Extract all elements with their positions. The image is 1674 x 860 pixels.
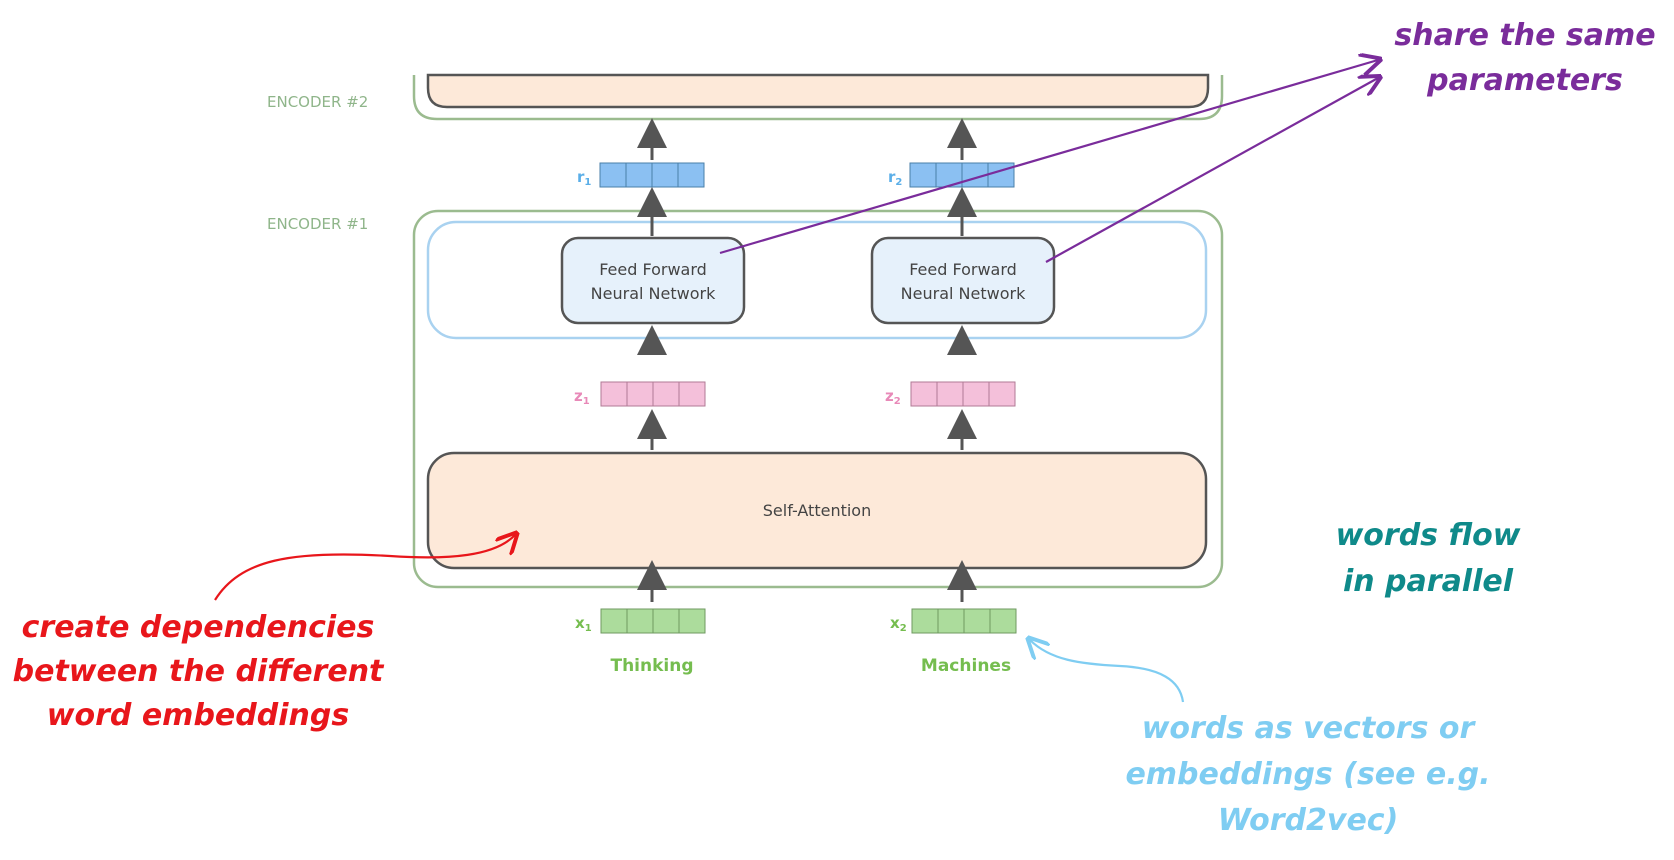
vec-text-line2: embeddings (see e.g. <box>1125 757 1490 792</box>
ffnn-box-1: Feed Forward Neural Network <box>560 236 746 325</box>
deps-text-line1: create dependencies <box>22 610 375 645</box>
z2-cell <box>910 381 938 407</box>
z2-cell <box>936 381 964 407</box>
annotation-embeddings: words as vectors or embeddings (see e.g.… <box>1030 640 1491 838</box>
annotation-shared-parameters: share the same parameters <box>719 18 1656 263</box>
r2-label: r2 <box>888 168 902 188</box>
deps-arrow <box>214 535 515 601</box>
parallel-text-line1: words flow <box>1336 518 1521 553</box>
x1-vector: x1 <box>575 608 706 634</box>
ffnn-2-line2: Neural Network <box>901 284 1026 303</box>
ffnn-box-2: Feed Forward Neural Network <box>870 236 1056 325</box>
deps-text-line3: word embeddings <box>47 698 349 733</box>
vec-text-line1: words as vectors or <box>1142 711 1477 746</box>
encoder-1-label: ENCODER #1 <box>267 215 368 233</box>
x1-cell <box>652 608 680 634</box>
r1-cell <box>677 162 705 188</box>
ffnn-2-line1: Feed Forward <box>909 260 1017 279</box>
ffnn-1-line1: Feed Forward <box>599 260 707 279</box>
encoder-2-label: ENCODER #2 <box>267 93 368 111</box>
deps-text-line2: between the different <box>13 654 385 689</box>
z1-cell <box>678 381 706 407</box>
z2-cell <box>988 381 1016 407</box>
parallel-text-line2: in parallel <box>1343 564 1514 599</box>
x2-cell <box>963 608 991 634</box>
x1-cell <box>600 608 628 634</box>
r1-label: r1 <box>577 168 591 188</box>
r1-cell <box>599 162 627 188</box>
share-arrow-2 <box>1045 78 1378 263</box>
x2-cell <box>989 608 1017 634</box>
ffnn-layer-container <box>426 220 1208 340</box>
encoder-1: ENCODER #1 Feed Forward Neural Network F… <box>267 187 1224 589</box>
r1-cell <box>625 162 653 188</box>
word-thinking: Thinking <box>610 656 693 676</box>
vec-text-line3: Word2vec) <box>1218 803 1399 838</box>
annotation-parallel: words flow in parallel <box>1336 518 1521 599</box>
share-arrow-1 <box>719 60 1378 255</box>
r1-cell <box>651 162 679 188</box>
share-text-line1: share the same <box>1394 18 1655 53</box>
r2-cell <box>909 162 937 188</box>
encoder-2-block <box>426 73 1210 109</box>
z1-label: z1 <box>574 387 590 407</box>
x2-vector: x2 <box>890 608 1017 634</box>
r2-cell <box>987 162 1015 188</box>
x1-label: x1 <box>575 614 592 634</box>
encoder-2: ENCODER #2 <box>267 73 1224 121</box>
x2-cell <box>911 608 939 634</box>
vec-arrow <box>1030 640 1185 703</box>
z1-cell <box>600 381 628 407</box>
annotation-dependencies: create dependencies between the differen… <box>13 535 515 733</box>
z1-cell <box>626 381 654 407</box>
z2-cell <box>962 381 990 407</box>
z2-label: z2 <box>885 387 901 407</box>
self-attention-label: Self-Attention <box>763 501 871 520</box>
ffnn-2-rect <box>870 236 1056 325</box>
encoder-1-frame <box>412 209 1224 589</box>
x1-cell <box>626 608 654 634</box>
x2-label: x2 <box>890 614 907 634</box>
share-text-line2: parameters <box>1426 63 1623 98</box>
z2-vector: z2 <box>885 381 1016 407</box>
z1-vector: z1 <box>574 381 706 407</box>
word-machines: Machines <box>921 656 1011 676</box>
ffnn-1-line2: Neural Network <box>591 284 716 303</box>
r1-vector: r1 <box>577 162 705 188</box>
x1-cell <box>678 608 706 634</box>
self-attention-block <box>426 451 1208 570</box>
ffnn-1-rect <box>560 236 746 325</box>
x2-cell <box>937 608 965 634</box>
z1-cell <box>652 381 680 407</box>
